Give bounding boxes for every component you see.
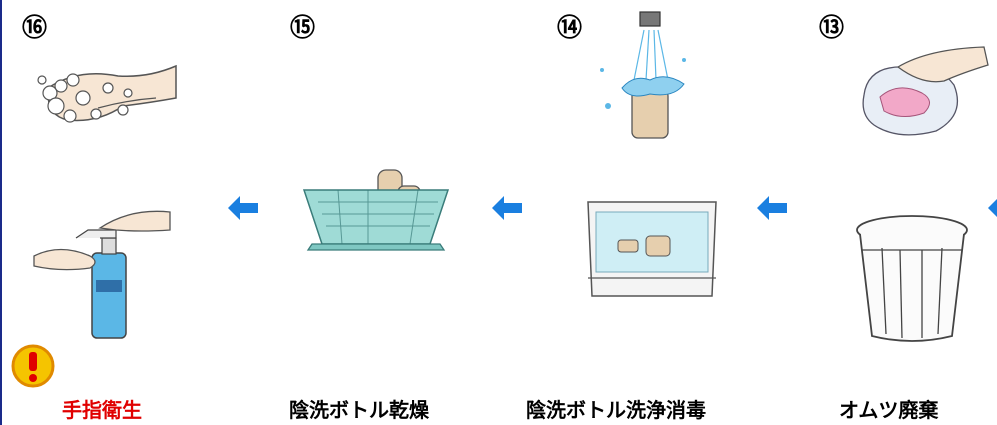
- step-number-13: ⑬: [819, 13, 845, 42]
- step-label-diaper-disposal: オムツ廃棄: [839, 398, 939, 422]
- left-border: [0, 0, 2, 425]
- step-number-16: ⑯: [22, 13, 48, 42]
- flow-arrow-left-icon: [228, 196, 258, 220]
- soap-lather-hands-icon: [37, 64, 177, 123]
- flow-arrow-left-icon: [492, 196, 522, 220]
- step-number-14: ⑭: [557, 13, 583, 42]
- trash-bin-icon: [856, 215, 968, 342]
- warning-icon: [11, 344, 55, 388]
- faucet-washing-bottle-icon: [600, 11, 686, 139]
- disinfection-tub-icon: [587, 201, 717, 297]
- step-label-bottle-drying: 陰洗ボトル乾燥: [289, 398, 429, 422]
- step-label-bottle-washing: 陰洗ボトル洗浄消毒: [526, 398, 706, 422]
- flow-arrow-left-icon: [757, 196, 787, 220]
- step-number-15: ⑮: [290, 13, 316, 42]
- diaper-in-plastic-bag-icon: [862, 46, 989, 136]
- drying-basket-bottles-icon: [302, 169, 450, 251]
- flow-arrow-left-icon: [988, 199, 997, 217]
- step-label-hand-hygiene: 手指衛生: [62, 398, 142, 422]
- hand-sanitizer-pump-icon: [33, 210, 171, 339]
